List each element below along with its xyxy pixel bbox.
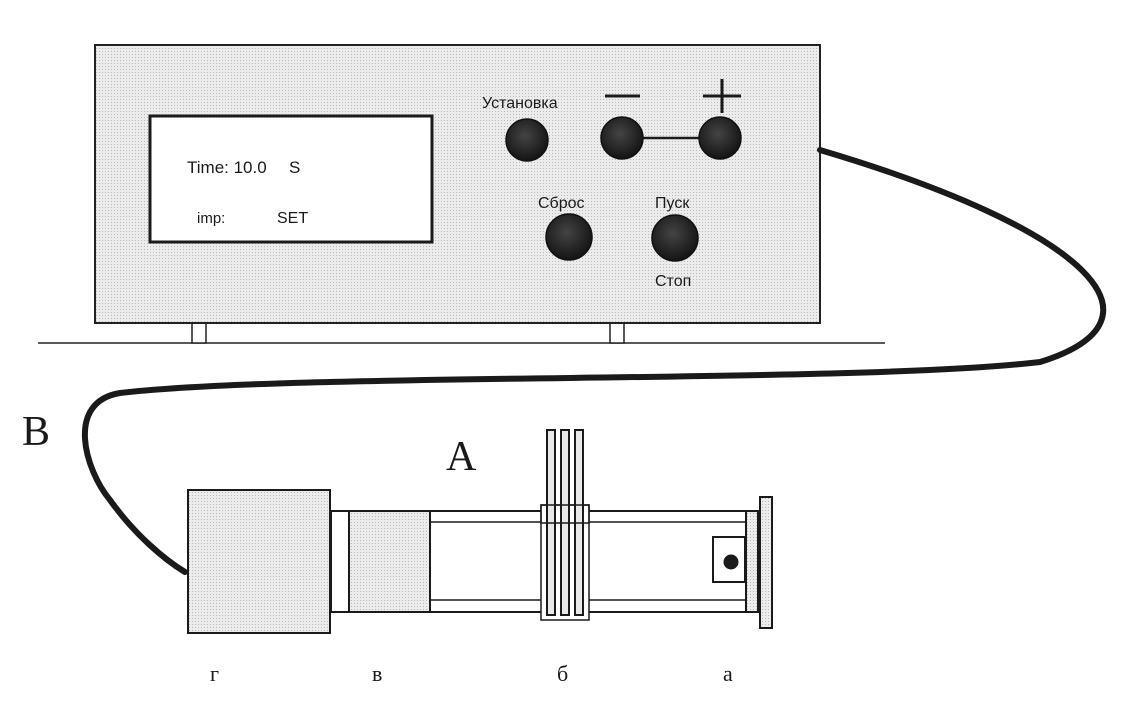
minus-button[interactable] [600,116,644,160]
end-cap [759,496,773,629]
setup-button[interactable] [505,118,549,162]
label-a: а [723,661,733,686]
start-stop-button[interactable] [651,214,699,262]
display-status: SET [277,210,308,227]
display-time-unit: S [289,158,300,177]
block-g [187,489,331,634]
plus-button[interactable] [698,116,742,160]
collimator-clamp [540,504,590,524]
source-dot [723,554,739,570]
label-A: A [446,434,477,480]
tube [429,510,751,613]
reset-label: Сброс [538,195,585,212]
display-time-label: Time: 10.0 [187,158,267,177]
label-B: B [22,409,50,455]
ring-gv [330,510,350,613]
setup-label: Установка [482,95,558,112]
connection-cable [81,147,1106,575]
label-g: г [210,661,219,686]
display-imp-label: imp: [197,210,225,227]
start-label: Пуск [655,195,690,212]
lcd-display [148,114,434,244]
device-foot-left [191,321,207,344]
reset-button[interactable] [545,213,593,261]
block-v [348,510,431,613]
device-foot-right [609,321,625,344]
end-ring [745,510,759,613]
stop-label: Стоп [655,273,691,290]
plus-label [703,79,741,113]
label-v: в [372,661,382,686]
label-b: б [557,661,568,686]
